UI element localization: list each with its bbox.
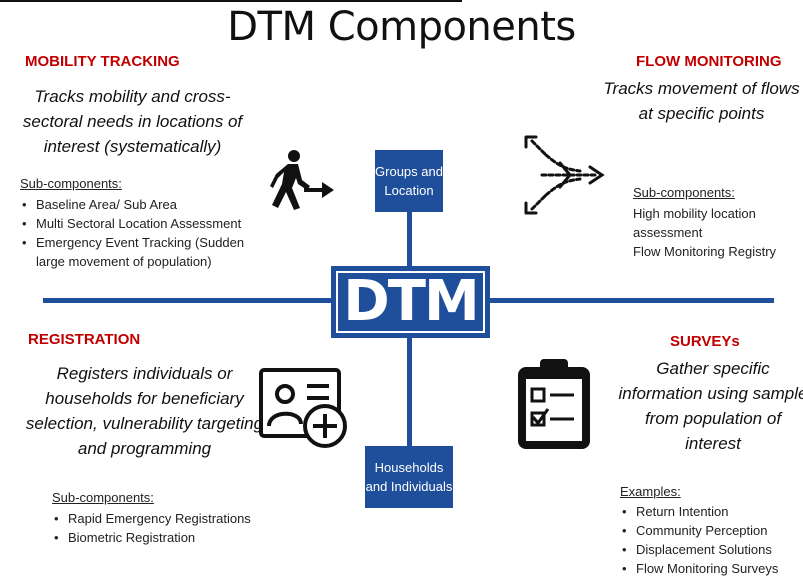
- registration-list: Rapid Emergency Registrations Biometric …: [52, 509, 282, 547]
- list-item: High mobility location assessment: [633, 206, 756, 240]
- list-item: Baseline Area/ Sub Area: [20, 195, 275, 214]
- mobility-tracking-list: Baseline Area/ Sub Area Multi Sectoral L…: [20, 195, 275, 271]
- top-rule: [0, 0, 462, 2]
- flow-monitoring-description: Tracks movement of flows at specific poi…: [603, 79, 800, 123]
- mobility-tracking-description: Tracks mobility and cross-sectoral needs…: [22, 87, 243, 156]
- groups-location-box: Groups and Location: [375, 150, 443, 212]
- surveys-description: Gather specific information using sample…: [618, 359, 803, 453]
- mobility-tracking-heading: MOBILITY TRACKING: [25, 53, 180, 70]
- groups-location-label: Groups and Location: [375, 164, 443, 198]
- mobility-tracking-sublabel: Sub-components:: [20, 176, 122, 191]
- surveys-heading: SURVEYs: [670, 333, 740, 350]
- list-item: Community Perception: [620, 521, 803, 540]
- registration-description: Registers individuals or households for …: [25, 364, 264, 458]
- households-individuals-label: Households and Individuals: [365, 460, 453, 494]
- list-item: Flow Monitoring Registry: [633, 244, 777, 259]
- page-title: DTM Components: [227, 4, 576, 50]
- list-item: Rapid Emergency Registrations: [52, 509, 282, 528]
- list-item: Multi Sectoral Location Assessment: [20, 214, 275, 233]
- flow-monitoring-list: High mobility location assessment Flow M…: [633, 204, 801, 261]
- flow-arrows-icon: [520, 133, 610, 222]
- dtm-logo-text: DTM: [336, 271, 485, 333]
- surveys-sublabel: Examples:: [620, 484, 681, 499]
- flow-monitoring-sublabel: Sub-components:: [633, 185, 735, 200]
- list-item: Return Intention: [620, 502, 803, 521]
- flow-monitoring-heading: FLOW MONITORING: [636, 53, 782, 70]
- registration-sublabel: Sub-components:: [52, 490, 154, 505]
- households-individuals-box: Households and Individuals: [365, 446, 453, 508]
- list-item: Biometric Registration: [52, 528, 282, 547]
- dtm-logo: DTM: [331, 266, 490, 338]
- registration-heading: REGISTRATION: [28, 331, 141, 348]
- list-item: Emergency Event Tracking (Sudden large m…: [20, 233, 275, 271]
- walking-person-arrow-icon: [270, 148, 336, 215]
- list-item: Flow Monitoring Surveys: [620, 559, 803, 578]
- clipboard-checklist-icon: [516, 357, 592, 456]
- surveys-list: Return Intention Community Perception Di…: [620, 502, 803, 578]
- list-item: Displacement Solutions: [620, 540, 803, 559]
- id-card-add-icon: [259, 366, 351, 455]
